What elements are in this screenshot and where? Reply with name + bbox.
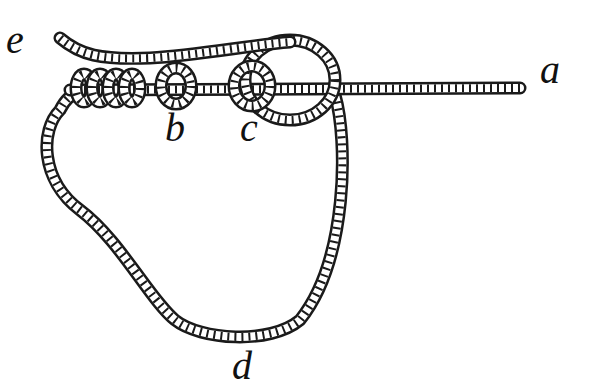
rope-strands — [47, 38, 520, 337]
point-letter: b — [165, 108, 185, 148]
point-letter: e — [6, 20, 24, 60]
point-letter: a — [540, 50, 560, 90]
point-letter: d — [232, 346, 252, 386]
point-letter: c — [240, 108, 258, 148]
